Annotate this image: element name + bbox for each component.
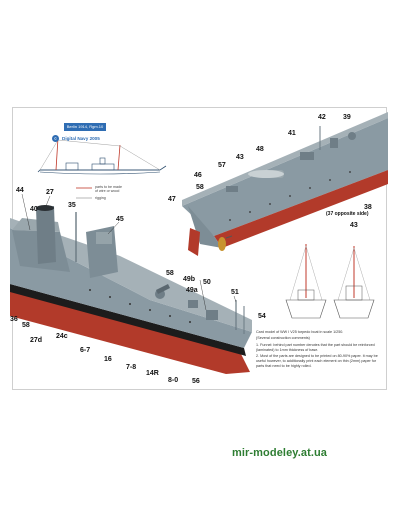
note-p4: 2. Most of the parts are designed to be … bbox=[256, 354, 378, 369]
site-watermark: mir-modeley.at.ua bbox=[232, 447, 328, 459]
note-p2: (Several construction comments) bbox=[256, 336, 310, 341]
callout-58: 58 bbox=[22, 322, 30, 329]
callout-38: 38 bbox=[364, 204, 372, 211]
callout-6-7: 6-7 bbox=[80, 347, 91, 354]
callout-7-8: 7-8 bbox=[126, 364, 137, 371]
callout-42: 42 bbox=[318, 114, 326, 121]
callout-46: 46 bbox=[194, 172, 202, 179]
legend-parts-line2: of wire or wood bbox=[95, 189, 120, 194]
stern-render bbox=[182, 112, 388, 256]
callout-50: 50 bbox=[203, 279, 211, 286]
callout-49b: 49b bbox=[183, 276, 196, 283]
callout-36: 36 bbox=[10, 316, 18, 323]
callout-27: 27 bbox=[46, 189, 54, 196]
callout-49a: 49a bbox=[186, 287, 198, 294]
legend-parts: parts to be made of wire or wood bbox=[95, 185, 122, 194]
callout-47: 47 bbox=[168, 196, 176, 203]
callout-14r: 14R bbox=[146, 370, 159, 377]
callout-39: 39 bbox=[343, 114, 351, 121]
end-view-right bbox=[333, 246, 375, 319]
brand-name: Digital Navy 2005 bbox=[62, 135, 100, 141]
callout-57: 57 bbox=[218, 162, 226, 169]
callout-41: 41 bbox=[288, 130, 296, 137]
callout-38-note: (37 opposite side) bbox=[326, 211, 369, 217]
callout-45: 45 bbox=[116, 216, 124, 223]
callout-43-bottom: 43 bbox=[350, 222, 358, 229]
note-p1: Card model of WW I V25 torpedo boat in s… bbox=[256, 330, 344, 334]
callout-48: 48 bbox=[256, 146, 264, 153]
callout-43-top: 43 bbox=[236, 154, 244, 161]
legend-parts-line1: parts to be made bbox=[95, 185, 122, 189]
ship-title-badge: Berlin 1914, Rgm.10 bbox=[64, 123, 106, 131]
profile-schematic bbox=[37, 137, 167, 199]
legend-rigging: rigging bbox=[95, 196, 106, 200]
construction-notes: Card model of WW I V25 torpedo boat in s… bbox=[256, 330, 378, 371]
main-ship-render bbox=[10, 193, 252, 374]
callout-51: 51 bbox=[231, 289, 239, 296]
brand-logo: © Digital Navy 2005 bbox=[52, 134, 100, 142]
callout-35: 35 bbox=[68, 202, 76, 209]
callout-16: 16 bbox=[104, 356, 112, 363]
callout-56: 56 bbox=[192, 378, 200, 385]
note-p3: 1. Funnel: behind part number denotes th… bbox=[256, 342, 375, 352]
end-view-left bbox=[285, 244, 327, 319]
callout-24c: 24c bbox=[56, 333, 68, 340]
callout-40: 40 bbox=[30, 206, 38, 213]
callout-58-mid: 58 bbox=[166, 270, 174, 277]
callout-44: 44 bbox=[16, 187, 24, 194]
callout-54: 54 bbox=[258, 313, 266, 320]
callout-58-stern: 58 bbox=[196, 184, 204, 191]
brand-emblem-icon: © bbox=[52, 134, 59, 142]
callout-8-0: 8-0 bbox=[168, 377, 179, 384]
callout-27d: 27d bbox=[30, 337, 43, 344]
